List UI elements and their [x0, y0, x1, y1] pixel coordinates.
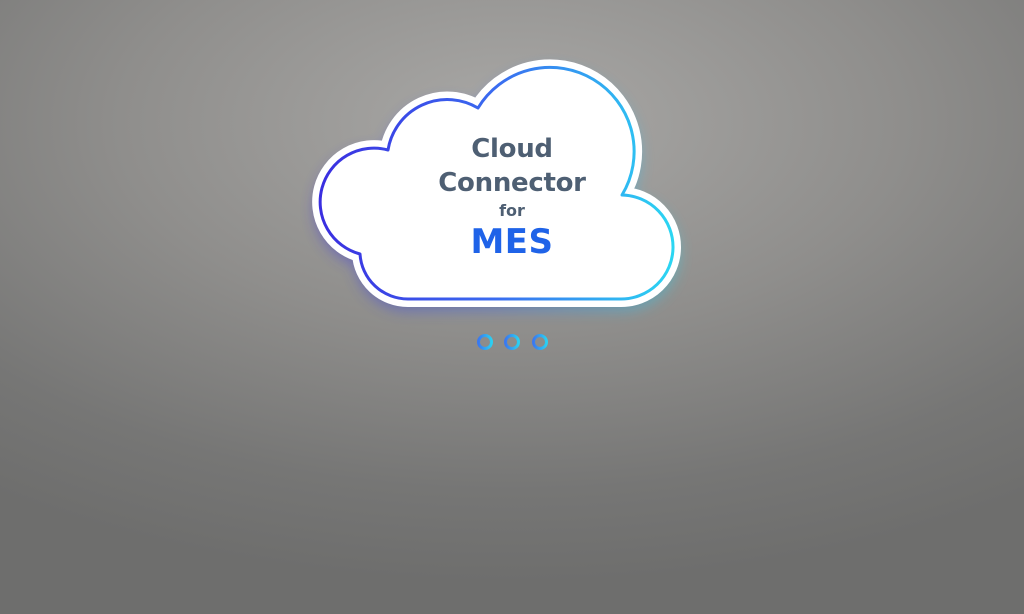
logo-line-mes: MES: [470, 222, 554, 262]
cloud-outline: [318, 65, 675, 301]
logo-line-cloud: Cloud: [471, 134, 553, 164]
logo-text: Cloud Connector for MES: [412, 132, 612, 262]
logo-line-for: for: [499, 201, 525, 220]
logo-line-connector: Connector: [438, 168, 586, 198]
network-nodes-icon: [477, 301, 548, 350]
